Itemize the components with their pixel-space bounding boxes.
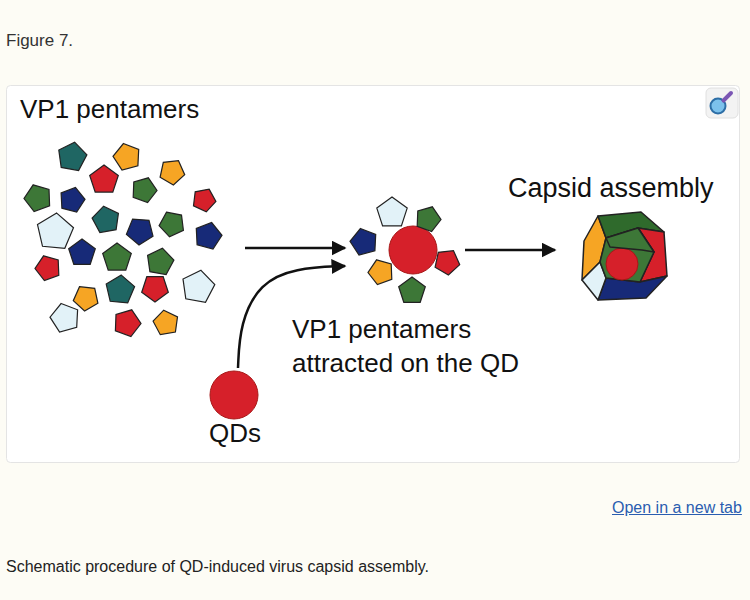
vp1-pentamer	[90, 165, 119, 192]
figure-panel	[7, 86, 740, 463]
quantum-dot	[210, 371, 258, 419]
vp1-pentamer	[183, 270, 215, 302]
vp1-pentamer	[126, 219, 153, 245]
vp1-pentamer	[435, 251, 460, 275]
vp1-pentamer	[61, 187, 85, 212]
capsid-face	[606, 228, 654, 252]
node-label: QDs	[209, 418, 261, 449]
vp1-pentamer	[142, 277, 169, 302]
node-label: VP1 pentamers	[20, 94, 199, 125]
zoom-icon-handle	[724, 93, 732, 101]
vp1-pentamer	[350, 229, 376, 256]
node-label: VP1 pentamers attracted on the QD	[292, 312, 542, 380]
vp1-pentamer	[368, 260, 392, 285]
zoom-icon-background	[706, 88, 738, 118]
vp1-pentamer	[160, 161, 185, 185]
vp1-pentamer	[38, 213, 74, 248]
node-label: Capsid assembly	[508, 172, 714, 204]
node-illustration	[345, 195, 465, 310]
vp1-pentamer	[377, 197, 407, 226]
vp1-pentamer	[148, 248, 174, 274]
flow-arrow	[465, 249, 555, 252]
vp1-pentamer	[196, 223, 222, 250]
vp1-pentamer	[24, 185, 50, 212]
vp1-pentamer	[113, 144, 139, 171]
illustrated-node: VP1 pentamers attracted on the QD	[345, 195, 465, 310]
flow-arrow	[245, 247, 345, 250]
illustrated-node: QDs	[200, 368, 270, 450]
quantum-dot	[606, 248, 638, 280]
vp1-pentamer	[417, 207, 441, 232]
vp1-pentamer	[194, 189, 216, 212]
vp1-pentamer	[133, 178, 157, 203]
node-illustration	[18, 92, 245, 337]
figure-title: Figure 7.	[6, 31, 73, 51]
vp1-pentamer	[159, 212, 183, 237]
vp1-pentamer	[103, 243, 132, 270]
vp1-pentamer	[50, 304, 78, 333]
open-link: Open in a new tab	[612, 499, 742, 517]
vp1-pentamer	[92, 206, 118, 232]
quantum-dot	[389, 226, 437, 274]
flow-arrow	[238, 266, 345, 368]
vp1-pentamer	[399, 277, 426, 302]
vp1-pentamer	[115, 310, 141, 337]
capsid-face	[600, 228, 654, 282]
vp1-pentamer	[59, 142, 87, 170]
illustrated-node: Capsid assembly	[555, 172, 680, 307]
zoom-icon	[706, 88, 738, 118]
vp1-pentamer	[69, 239, 96, 264]
figure-caption: Schematic procedure of QD-induced virus …	[6, 558, 429, 576]
vp1-pentamer	[35, 256, 59, 281]
vp1-pentamer	[73, 287, 98, 311]
vp1-pentamer	[106, 275, 134, 303]
illustrated-node: VP1 pentamers	[18, 92, 245, 337]
vp1-pentamer	[153, 310, 177, 335]
